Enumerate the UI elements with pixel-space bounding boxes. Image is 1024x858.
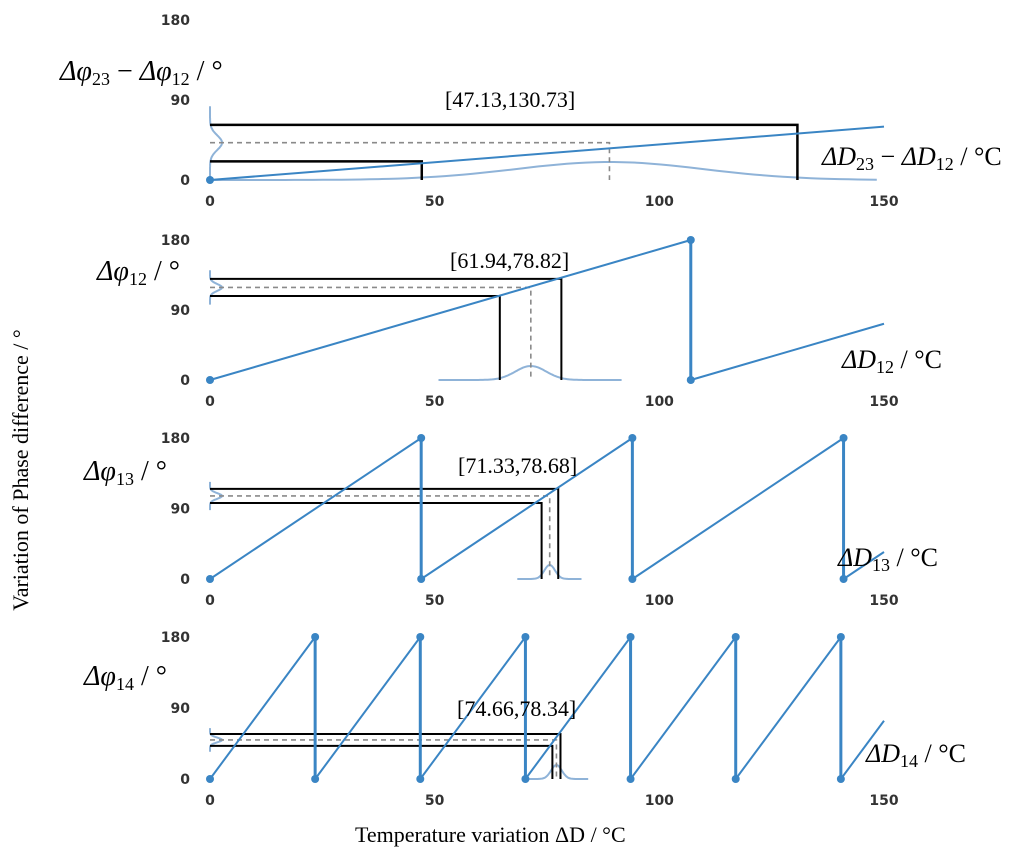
- panel-4: 0 90 180 0 50 100 150 [74.66,78.34] Δφ14 / ° ΔD14…: [83, 630, 966, 809]
- interval-center-dashed: [210, 739, 558, 779]
- phase-line-segment: [690, 322, 885, 381]
- interval-center-dashed: [210, 286, 532, 380]
- x-axis-title: Temperature variation ΔD / °C: [355, 822, 626, 847]
- x-tick-label: 150: [869, 793, 898, 809]
- phase-line-segment: [209, 239, 692, 381]
- x-tick-label: 150: [869, 593, 898, 609]
- panel-y-label: Δφ23 − Δφ12 / °: [59, 56, 223, 89]
- x-tick-label: 0: [205, 394, 215, 410]
- y-tick-label: 180: [161, 233, 190, 249]
- x-tick-label: 100: [645, 394, 674, 410]
- panel-3: 0 90 180 0 50 100 150 [71.33,78.68] Δφ13 / ° ΔD13…: [83, 431, 938, 609]
- phase-point: [521, 633, 530, 641]
- phase-line-segment: [209, 125, 885, 181]
- phase-line-segment: [209, 437, 422, 580]
- y-tick-label: 90: [171, 93, 191, 109]
- phase-point: [731, 633, 740, 641]
- x-tick-label: 50: [425, 194, 445, 210]
- x-tick-label: 0: [205, 593, 215, 609]
- phase-line-segment: [629, 636, 737, 780]
- panel-x-label: ΔD12 / °C: [841, 345, 942, 377]
- y-tick-label: 90: [171, 701, 191, 717]
- y-tick-label: 180: [161, 431, 190, 447]
- x-tick-label: 0: [205, 194, 215, 210]
- phase-point: [311, 633, 320, 641]
- interval-lower-bound: [210, 744, 554, 779]
- phase-line-segment: [843, 551, 885, 580]
- phase-line-segment: [631, 437, 845, 580]
- interval-lower-bound: [210, 502, 543, 579]
- x-tick-label: 0: [205, 793, 215, 809]
- interval-upper-bound: [210, 733, 562, 779]
- panel-2: 0 90 180 0 50 100 150 [61.94,78.82] Δφ12 / ° ΔD12…: [96, 233, 942, 410]
- interval-upper-bound: [210, 277, 563, 380]
- panel-y-label: Δφ12 / °: [96, 256, 180, 289]
- y-tick-label: 90: [171, 303, 191, 319]
- phase-point: [206, 176, 214, 184]
- phase-point: [417, 434, 426, 442]
- panel-y-label: Δφ13 / °: [83, 456, 167, 489]
- interval-annotation: [47.13,130.73]: [445, 87, 575, 112]
- panel-1: 0 90 180 0 50 100 150 [47.13,130.73] Δφ23 − Δφ12…: [59, 13, 1002, 210]
- y-axis-title: Variation of Phase difference / °: [8, 329, 33, 610]
- phase-line-segment: [734, 636, 842, 780]
- x-tick-label: 50: [425, 793, 445, 809]
- phase-point: [206, 575, 214, 583]
- y-tick-label: 90: [171, 502, 191, 518]
- x-tick-label: 150: [869, 194, 898, 210]
- phase-point: [628, 434, 637, 442]
- panel-y-label: Δφ14 / °: [83, 661, 167, 694]
- x-tick-label: 150: [869, 394, 898, 410]
- x-tick-label: 100: [645, 593, 674, 609]
- phase-line-segment: [420, 437, 633, 580]
- phase-point: [686, 236, 695, 244]
- interval-center-dashed: [210, 495, 551, 579]
- x-tick-label: 50: [425, 593, 445, 609]
- x-tick-label: 50: [425, 394, 445, 410]
- phase-point: [626, 633, 635, 641]
- phase-point: [416, 633, 425, 641]
- x-tick-label: 100: [645, 194, 674, 210]
- panel-x-label: ΔD23 − ΔD12 / °C: [821, 142, 1002, 174]
- phase-point: [839, 434, 848, 442]
- interval-annotation: [74.66,78.34]: [457, 696, 576, 721]
- interval-center-dashed: [210, 141, 611, 180]
- y-tick-label: 0: [180, 173, 190, 189]
- phase-line-segment: [524, 636, 632, 780]
- y-tick-label: 0: [180, 772, 190, 788]
- x-tick-label: 100: [645, 793, 674, 809]
- phase-point: [206, 775, 214, 783]
- panel-x-label: ΔD13 / °C: [837, 543, 938, 575]
- interval-annotation: [61.94,78.82]: [450, 248, 569, 273]
- y-tick-label: 180: [161, 13, 190, 29]
- phase-line-segment: [419, 636, 527, 780]
- phase-line-segment: [840, 720, 885, 780]
- panel-x-label: ΔD14 / °C: [865, 739, 966, 771]
- phase-line-segment: [314, 636, 422, 780]
- y-tick-label: 0: [180, 572, 190, 588]
- interval-upper-bound: [210, 123, 799, 180]
- y-tick-label: 180: [161, 630, 190, 646]
- interval-annotation: [71.33,78.68]: [458, 453, 577, 478]
- phase-point: [206, 376, 214, 384]
- y-tick-label: 0: [180, 373, 190, 389]
- phase-point: [836, 633, 845, 641]
- interval-upper-bound: [210, 487, 560, 579]
- interval-lower-bound: [210, 160, 424, 180]
- x-distribution-curve: [210, 161, 877, 181]
- phase-line-segment: [209, 636, 316, 780]
